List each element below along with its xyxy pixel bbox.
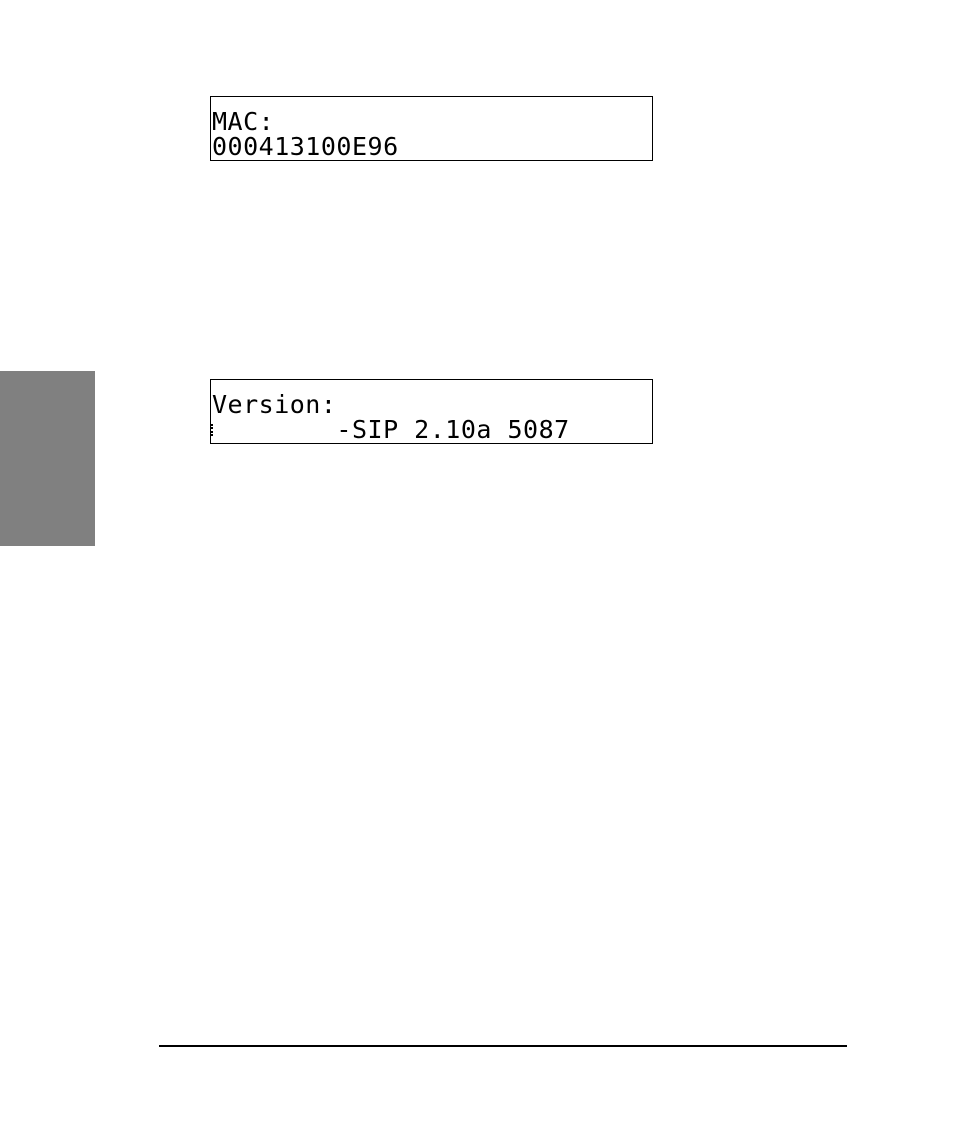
footer-rule bbox=[159, 1045, 847, 1047]
mac-address-lcd-display: MAC: 000413100E96 bbox=[210, 96, 653, 161]
version-lcd-display: Version: -SIP 2.10a 5087 bbox=[210, 379, 653, 444]
mac-label: MAC: bbox=[212, 109, 274, 134]
mac-address-value: 000413100E96 bbox=[212, 134, 399, 159]
chapter-thumb-tab bbox=[0, 371, 95, 546]
version-label: Version: bbox=[212, 392, 336, 417]
version-value: -SIP 2.10a 5087 bbox=[212, 417, 570, 442]
